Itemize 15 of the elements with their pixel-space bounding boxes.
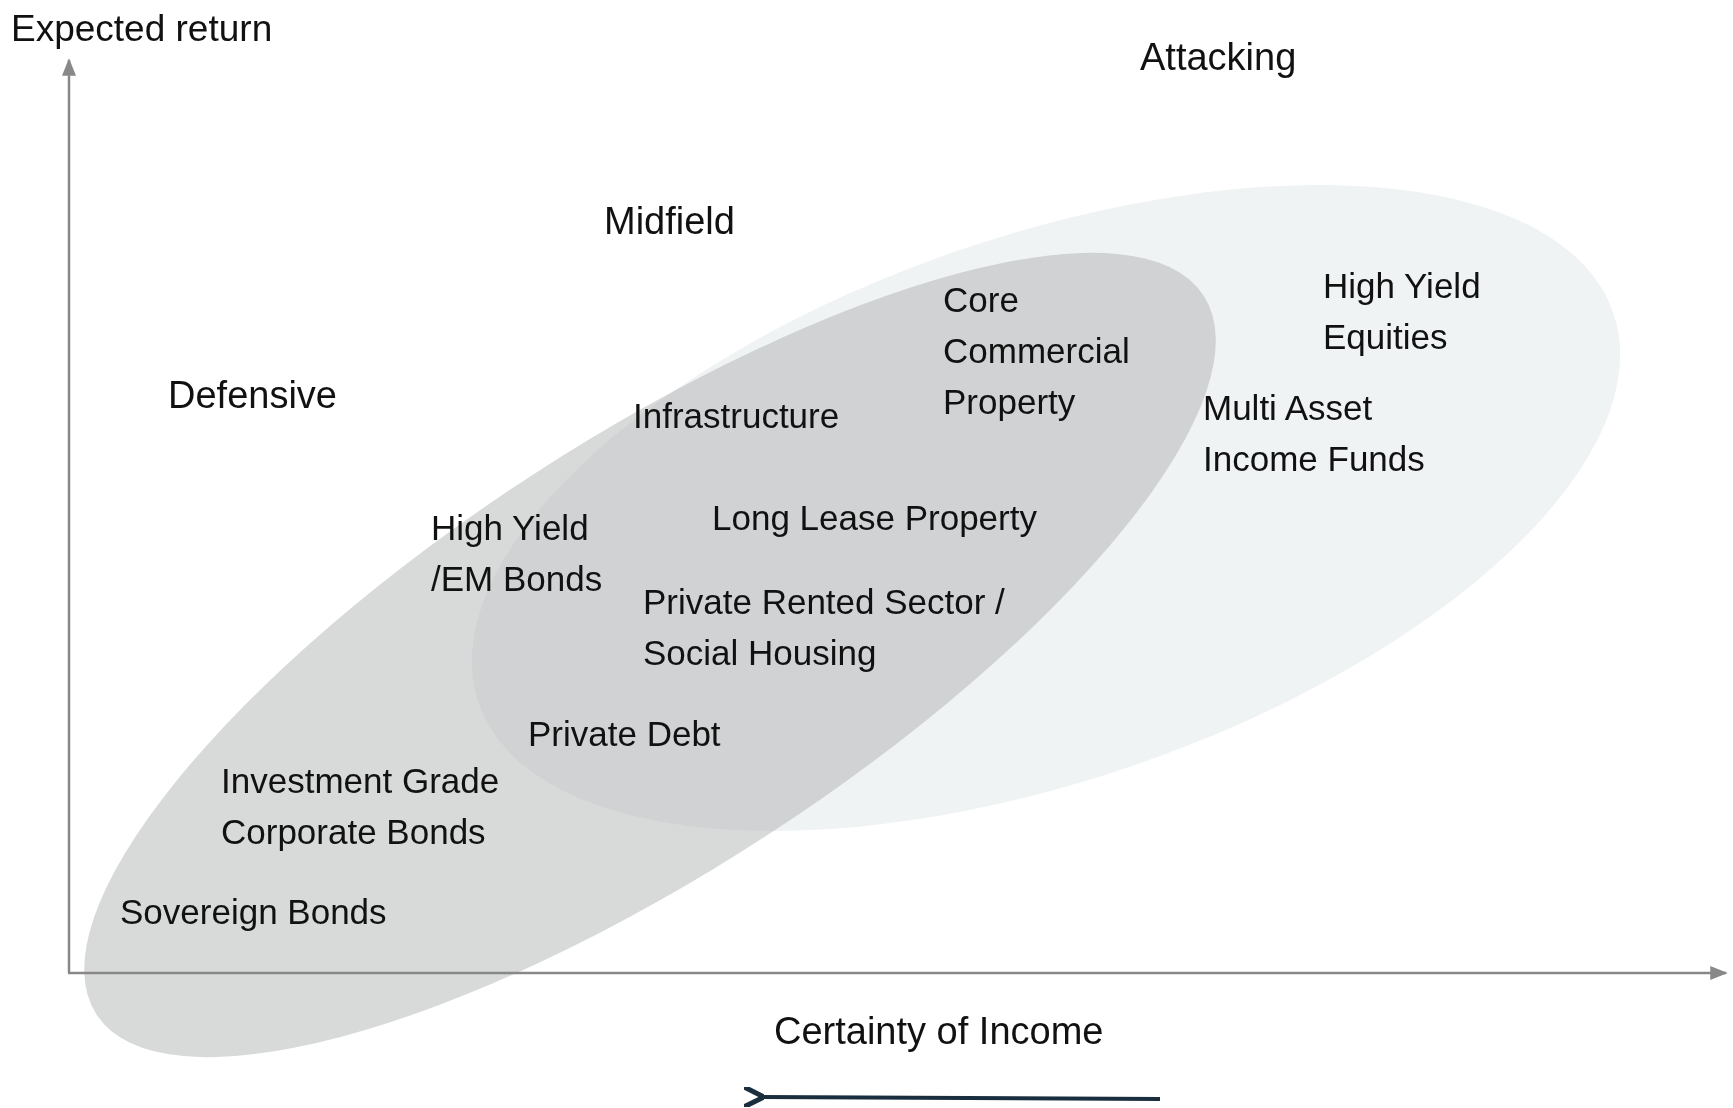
asset-label: Private Rented Sector / Social Housing xyxy=(643,581,1006,674)
asset-label: Sovereign Bonds xyxy=(120,891,387,933)
zone-label: Attacking xyxy=(1140,35,1297,80)
asset-label: Investment Grade Corporate Bonds xyxy=(221,760,501,853)
axis-label: Certainty of Income xyxy=(774,1009,1104,1054)
zone-label: Midfield xyxy=(604,199,735,244)
asset-label: Private Debt xyxy=(528,713,721,755)
asset-label: Core Commercial Property xyxy=(943,279,1131,423)
asset-label: Infrastructure xyxy=(633,395,840,437)
asset-label: High Yield /EM Bonds xyxy=(431,507,604,600)
asset-label: Long Lease Property xyxy=(712,497,1037,539)
asset-label: High Yield Equities xyxy=(1323,265,1482,358)
asset-label: Multi Asset Income Funds xyxy=(1203,387,1426,480)
zone-label: Defensive xyxy=(168,373,337,418)
axis-label: Expected return xyxy=(11,7,273,51)
